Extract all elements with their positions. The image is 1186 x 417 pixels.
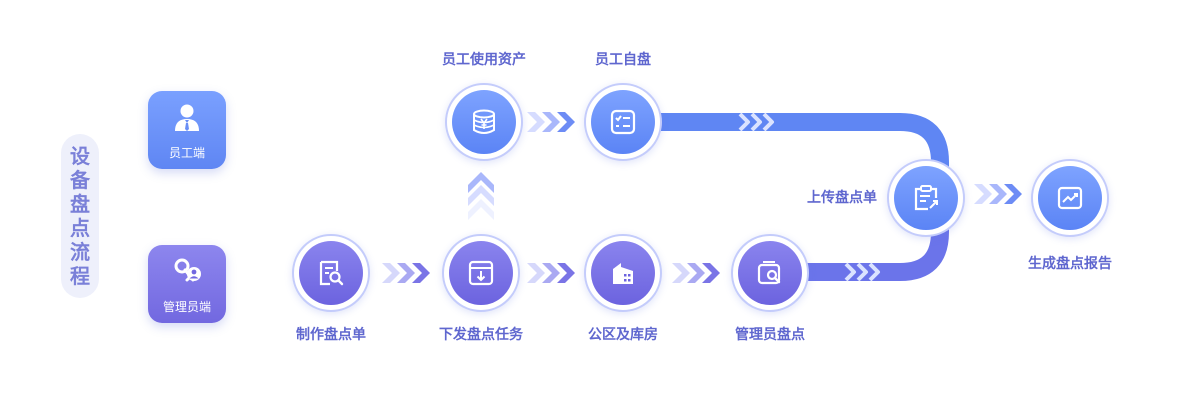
step-label-report: 生成盘点报告 [1028, 256, 1112, 272]
employee-upload-connector [631, 113, 949, 195]
role-label-employee: 员工端 [168, 146, 205, 160]
step-create-sheet: 制作盘点单 [292, 234, 370, 343]
user-icon [175, 104, 199, 131]
flow-title: 设备盘点流程 [70, 144, 90, 288]
download-tray-icon [468, 260, 494, 286]
step-admin-check: 管理员盘点 [731, 234, 809, 343]
arrow-chevrons-issue-to-public [527, 263, 575, 283]
chart-report-icon [1057, 186, 1083, 210]
building-icon [613, 263, 633, 284]
step-label-issue-task: 下发盘点任务 [439, 327, 523, 343]
arrow-chevrons-use-to-self [527, 112, 575, 132]
step-upload-sheet: 上传盘点单 [807, 159, 965, 237]
flow-title-pill: 设备盘点流程 [61, 134, 99, 298]
step-use-assets: 员工使用资产 [442, 52, 526, 161]
step-label-admin-check: 管理员盘点 [735, 327, 805, 343]
checklist-icon [610, 109, 636, 135]
role-badge-employee: 员工端 [148, 91, 226, 169]
document-search-icon [319, 260, 344, 286]
box-search-icon [757, 261, 781, 285]
step-label-use-assets: 员工使用资产 [442, 52, 526, 68]
chevron-group-top-route [738, 112, 774, 132]
role-badge-admin: 管理员端 [148, 245, 226, 323]
step-issue-task: 下发盘点任务 [439, 234, 523, 343]
step-label-upload-sheet: 上传盘点单 [807, 190, 877, 206]
clipboard-upload-icon [914, 185, 938, 211]
key-user-icon [174, 258, 201, 282]
step-public-storage: 公区及库房 [584, 234, 662, 343]
step-self-check: 员工自盘 [584, 52, 662, 161]
arrow-chevrons-issue-up-to-use [468, 172, 494, 220]
coin-stack-icon [473, 109, 495, 134]
arrow-chevrons-public-to-admin [672, 263, 720, 283]
step-label-public-storage: 公区及库房 [588, 327, 658, 343]
role-label-admin: 管理员端 [162, 300, 211, 314]
step-label-self-check: 员工自盘 [595, 52, 651, 68]
arrow-chevrons-upload-to-report [974, 184, 1022, 204]
arrow-chevrons-create-to-issue [382, 263, 430, 283]
step-label-create-sheet: 制作盘点单 [296, 327, 366, 343]
chevron-group-bottom-route [844, 262, 880, 282]
step-report: 生成盘点报告 [1028, 159, 1112, 272]
